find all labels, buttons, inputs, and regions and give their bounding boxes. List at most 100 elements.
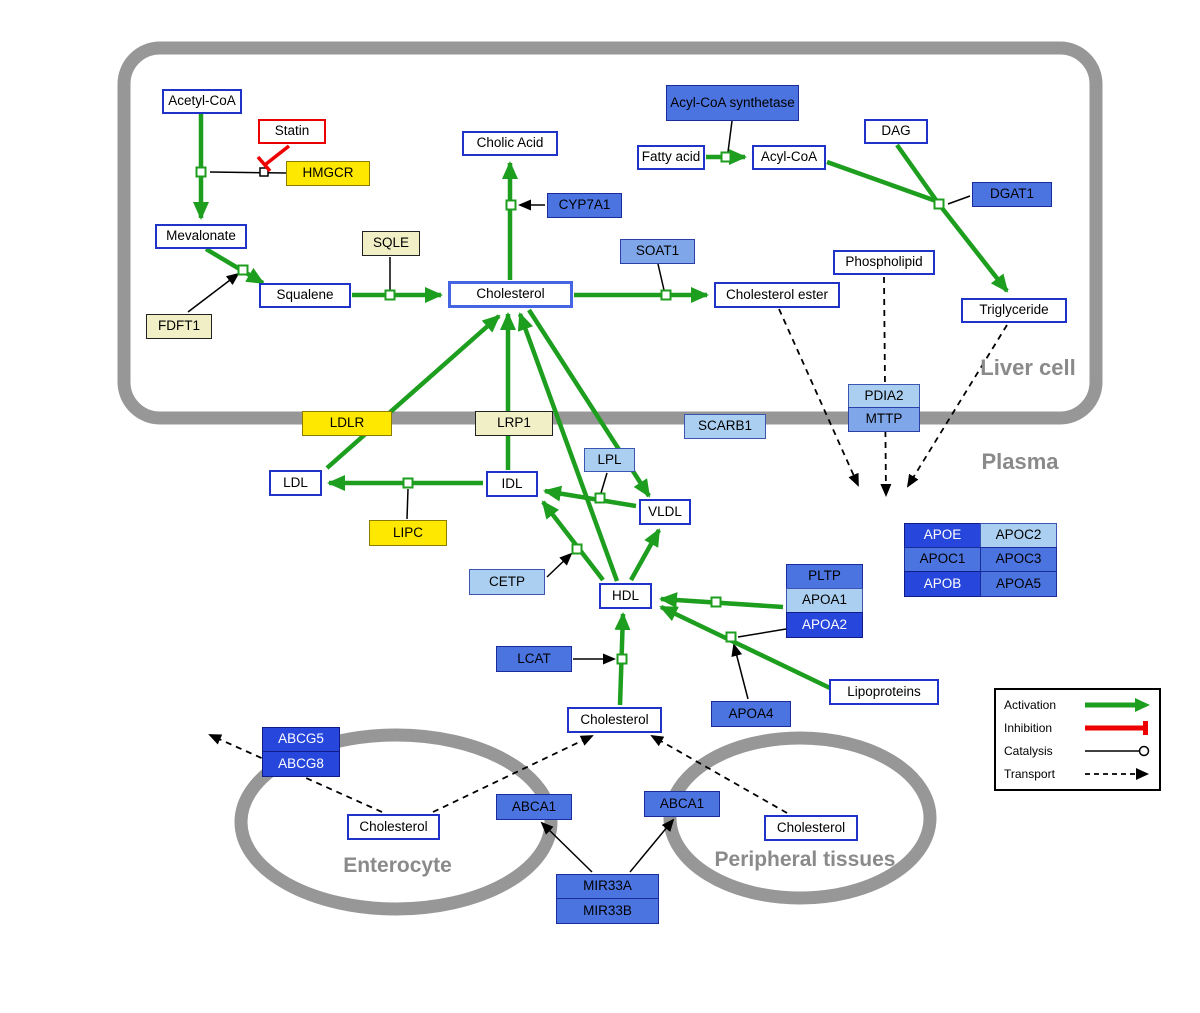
node-lpl[interactable]: LPL — [584, 448, 635, 472]
catalysis-cetp — [546, 552, 573, 578]
node-pltp[interactable]: PLTP — [786, 564, 863, 589]
catalysis-circle-icon — [1085, 745, 1150, 757]
node-idl[interactable]: IDL — [486, 471, 538, 497]
activation-hdl-idl — [541, 500, 605, 582]
node-apoa5[interactable]: APOA5 — [980, 571, 1057, 597]
reaction-node — [616, 653, 628, 665]
node-ldlr[interactable]: LDLR — [302, 411, 392, 436]
node-cholesterol-liver[interactable]: Cholesterol — [448, 281, 573, 308]
node-squalene[interactable]: Squalene — [259, 283, 351, 308]
activation-arrow-icon — [1085, 698, 1150, 713]
enterocyte-label: Enterocyte — [343, 854, 452, 877]
node-dgat1[interactable]: DGAT1 — [972, 182, 1052, 207]
node-fatty-acid[interactable]: Fatty acid — [637, 145, 705, 170]
node-dag[interactable]: DAG — [864, 119, 928, 144]
catalysis-lipc — [406, 488, 409, 520]
liver-cell-membrane — [117, 41, 1103, 425]
node-cetp[interactable]: CETP — [469, 569, 545, 595]
node-abca1-enterocyte[interactable]: ABCA1 — [496, 794, 572, 820]
node-pdia2[interactable]: PDIA2 — [848, 384, 920, 408]
reaction-node — [720, 151, 732, 163]
legend-row-inhibition: Inhibition — [1004, 720, 1151, 736]
node-apoe[interactable]: APOE — [904, 523, 981, 548]
catalysis-apoa4 — [731, 643, 749, 700]
node-apoa2[interactable]: APOA2 — [786, 612, 863, 638]
node-abca1-peripheral[interactable]: ABCA1 — [644, 791, 720, 817]
node-apoc1[interactable]: APOC1 — [904, 547, 981, 572]
node-hmgcr[interactable]: HMGCR — [286, 161, 370, 186]
reaction-node — [195, 166, 207, 178]
reaction-node — [571, 543, 583, 555]
liver-cell-label: Liver cell — [980, 355, 1076, 380]
reaction-node — [933, 198, 945, 210]
node-ldl[interactable]: LDL — [269, 470, 322, 496]
node-phospholipid[interactable]: Phospholipid — [833, 250, 935, 275]
node-mevalonate[interactable]: Mevalonate — [155, 224, 247, 249]
activation-ldl-cholesterol — [325, 314, 501, 470]
reaction-node — [594, 492, 606, 504]
legend-activation-label: Activation — [1004, 698, 1057, 713]
node-acetyl-coa[interactable]: Acetyl-CoA — [162, 89, 242, 114]
legend-row-transport: Transport — [1004, 766, 1151, 782]
node-statin[interactable]: Statin — [258, 119, 326, 144]
node-cholesterol-plasma[interactable]: Cholesterol — [567, 707, 662, 733]
node-apoa1[interactable]: APOA1 — [786, 588, 863, 613]
inhibition-tbar-icon — [1085, 721, 1148, 736]
node-acyl-coa-synthetase[interactable]: Acyl-CoA synthetase — [666, 85, 799, 121]
catalysis-soat1 — [657, 263, 665, 291]
node-abcg5[interactable]: ABCG5 — [262, 727, 340, 752]
activation-acylcoa-junction — [826, 159, 937, 204]
node-cyp7a1[interactable]: CYP7A1 — [547, 193, 622, 218]
catalysis-hmgcr — [209, 171, 287, 174]
node-apob[interactable]: APOB — [904, 571, 981, 597]
catalysis-fdft1 — [187, 272, 240, 313]
node-triglyceride[interactable]: Triglyceride — [961, 298, 1067, 323]
catalysis-mir33-abca1-left — [540, 821, 593, 873]
activation-apostack-hdl — [659, 592, 784, 610]
node-hdl[interactable]: HDL — [599, 583, 652, 609]
node-mir33b[interactable]: MIR33B — [556, 898, 659, 924]
node-acyl-coa[interactable]: Acyl-CoA — [752, 145, 826, 170]
node-apoa4[interactable]: APOA4 — [711, 701, 791, 727]
node-cholesterol-ester[interactable]: Cholesterol ester — [714, 282, 840, 308]
node-lipoproteins[interactable]: Lipoproteins — [829, 679, 939, 705]
reaction-node — [725, 631, 737, 643]
node-apoc2[interactable]: APOC2 — [980, 523, 1057, 548]
node-cholic-acid[interactable]: Cholic Acid — [462, 131, 558, 156]
peripheral-tissues-label: Peripheral tissues — [714, 848, 896, 871]
transport-cholesterolester-plasma — [778, 308, 859, 487]
node-lrp1[interactable]: LRP1 — [475, 411, 553, 436]
legend: Activation Inhibition Catalysis Transpor… — [994, 688, 1161, 791]
node-cholesterol-peripheral[interactable]: Cholesterol — [764, 815, 858, 841]
reaction-node — [505, 199, 517, 211]
catalysis-anchor-square — [259, 167, 269, 177]
node-lipc[interactable]: LIPC — [369, 520, 447, 546]
plasma-label: Plasma — [981, 449, 1059, 474]
node-abcg8[interactable]: ABCG8 — [262, 751, 340, 777]
activation-junction-triglyceride — [940, 206, 1009, 293]
activation-cholesterol-hdl — [614, 612, 631, 706]
node-cholesterol-enterocyte[interactable]: Cholesterol — [347, 814, 440, 840]
node-lcat[interactable]: LCAT — [496, 646, 572, 672]
node-mir33a[interactable]: MIR33A — [556, 874, 659, 899]
activation-dag-junction — [895, 143, 938, 202]
catalysis-acylcoa-synthetase — [727, 120, 733, 153]
node-soat1[interactable]: SOAT1 — [620, 239, 695, 264]
catalysis-lpl — [600, 472, 608, 494]
node-vldl[interactable]: VLDL — [639, 499, 691, 525]
catalysis-mir33-abca1-right — [629, 818, 675, 873]
node-apoc3[interactable]: APOC3 — [980, 547, 1057, 572]
reaction-node — [384, 289, 396, 301]
legend-inhibition-label: Inhibition — [1004, 721, 1053, 736]
reaction-node — [237, 264, 249, 276]
node-fdft1[interactable]: FDFT1 — [146, 314, 212, 339]
node-sqle[interactable]: SQLE — [362, 231, 420, 256]
inhibition-edge-statin-hmgcr — [256, 144, 291, 173]
node-scarb1[interactable]: SCARB1 — [684, 414, 766, 439]
activation-mevalonate-squalene — [204, 247, 265, 285]
node-mttp[interactable]: MTTP — [848, 407, 920, 432]
inhibition-tbar — [256, 155, 272, 173]
legend-transport-label: Transport — [1004, 766, 1055, 781]
